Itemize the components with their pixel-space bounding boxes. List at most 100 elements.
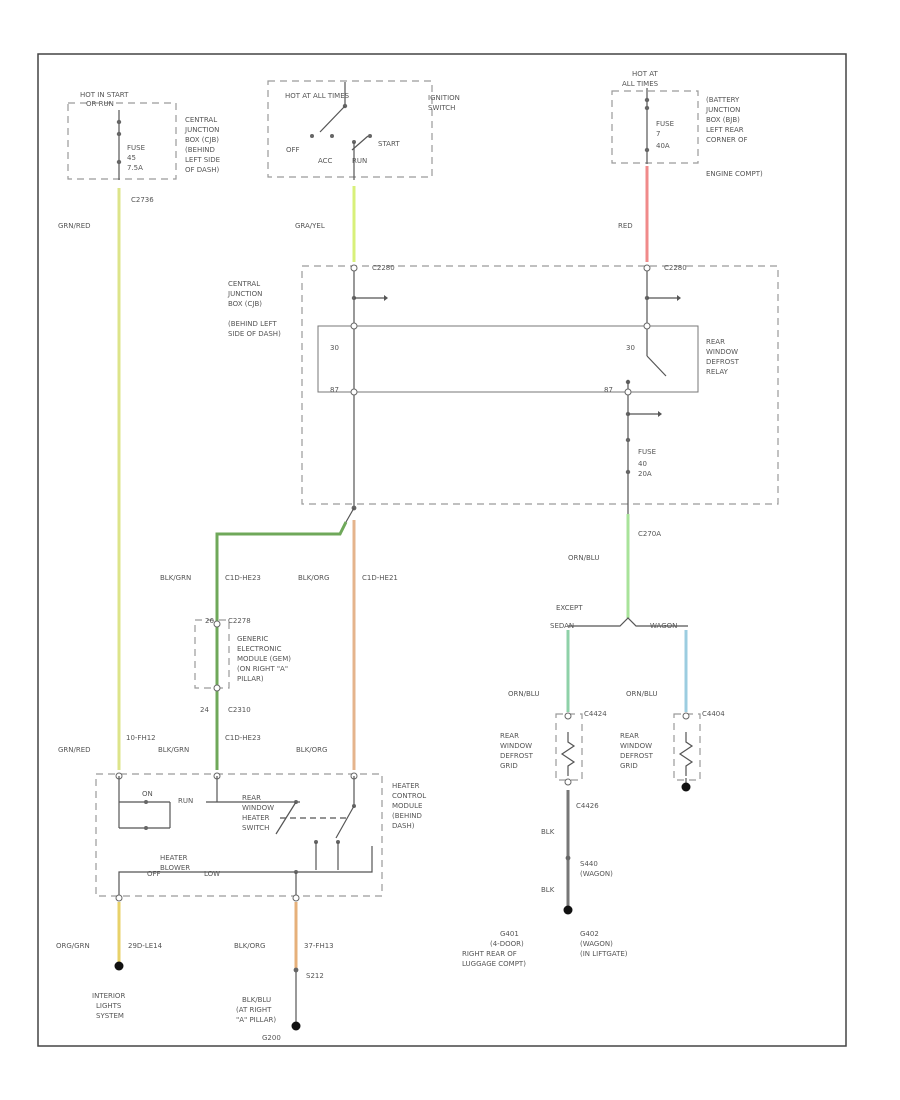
grid-right-l2: WINDOW [620, 742, 652, 750]
ignition-run: RUN [352, 157, 367, 165]
wire-bo-circuit: C1D-HE21 [362, 574, 398, 582]
cjb-left-l5: LEFT SIDE [185, 156, 220, 164]
bjb-l1: (BATTERY [706, 96, 740, 104]
interior-l2: LIGHTS [96, 1002, 122, 1010]
relay-pin-left: 30 [330, 344, 339, 352]
wire-ob-top-label: ORN/BLU [568, 554, 599, 562]
bottom-mid-circuit: C1D-HE23 [225, 734, 261, 742]
cjb-main-l3: BOX (CJB) [228, 300, 262, 308]
bjb-l5: CORNER OF [706, 136, 748, 144]
grid-left-l2: WINDOW [500, 742, 532, 750]
hcm-l4: (BEHIND [392, 812, 422, 820]
interior-lights-terminal [114, 961, 124, 971]
bjb-l3: BOX (BJB) [706, 116, 740, 124]
ignition-label-1: IGNITION [428, 94, 460, 102]
c4424-label: C4424 [584, 710, 607, 718]
hcm-sw-l2: WINDOW [242, 804, 274, 812]
grid-right-l1: REAR [620, 732, 639, 740]
grid-left-l4: GRID [500, 762, 518, 770]
fuse7-number: 7 [656, 130, 660, 138]
cjb-main-l5: SIDE OF DASH) [228, 330, 281, 338]
cjb-main-box: CENTRAL JUNCTION BOX (CJB) (BEHIND LEFT … [227, 264, 779, 514]
hot-all-title: HOT AT [632, 70, 659, 78]
bottom-mid-wire-label: BLK/GRN [158, 746, 189, 754]
gem-conn-bot: C2310 [228, 706, 251, 714]
except-label: EXCEPT [556, 604, 583, 612]
wire-left-connector: C2736 [131, 196, 154, 204]
relay-l2: WINDOW [706, 348, 738, 356]
wire-blk-grn [215, 521, 348, 770]
defrost-grid-wagon: C4404 REAR WINDOW DEFROST GRID [620, 710, 725, 792]
fuse40-number: 40 [638, 460, 647, 468]
gem-l5: PILLAR) [237, 675, 264, 683]
out-left-circuit: 29D-LE14 [128, 942, 163, 950]
grid-left-l1: REAR [500, 732, 519, 740]
hcm-sw-l3: HEATER [242, 814, 270, 822]
hcm-sw-l1: REAR [242, 794, 261, 802]
hcm-run: RUN [178, 797, 193, 805]
cjb-connector-right: C2280 [664, 264, 687, 272]
cjb-connector-left: C2280 [372, 264, 395, 272]
cjb-main-l4: (BEHIND LEFT [228, 320, 277, 328]
g200-l4: G200 [262, 1034, 281, 1042]
ignition-label-2: SWITCH [428, 104, 455, 112]
ignition-off: OFF [286, 146, 300, 154]
gem-l1: GENERIC [237, 635, 268, 643]
ground-g401 [563, 905, 573, 915]
bjb-l4: LEFT REAR [706, 126, 744, 134]
hcm-blower2: BLOWER [160, 864, 190, 872]
hcm-l1: HEATER [392, 782, 420, 790]
cjb-left-l1: CENTRAL [185, 116, 217, 124]
gem-pin-top: 26 [205, 617, 214, 625]
relay-l3: DEFROST [706, 358, 740, 366]
fuse40-label: FUSE [638, 448, 656, 456]
interior-l3: SYSTEM [96, 1012, 124, 1020]
g401-l1: G401 [500, 930, 519, 938]
c270a-label: C270A [638, 530, 661, 538]
g200-l3: "A" PILLAR) [236, 1016, 276, 1024]
wire-bo-mid-label: BLK/ORG [298, 574, 329, 582]
out-mid-label: BLK/ORG [234, 942, 265, 950]
s440-label: S440 [580, 860, 598, 868]
hcm-low: LOW [204, 870, 220, 878]
s212-label: S212 [306, 972, 324, 980]
wire-ob-right-label: ORN/BLU [626, 690, 657, 698]
ignition-switch: HOT AT ALL TIMES IGNITION SWITCH OFF STA… [267, 80, 460, 180]
hcm-on: ON [142, 790, 153, 798]
gem-box: 26 C2278 GENERIC ELECTRONIC MODULE (GEM)… [194, 617, 291, 714]
relay-pin-left-87: 87 [330, 386, 339, 394]
gem-conn-top: C2278 [228, 617, 251, 625]
g402-l3: (IN LIFTGATE) [580, 950, 628, 958]
c4426-label: C4426 [576, 802, 599, 810]
defrost-grid-sedan: C4424 REAR WINDOW DEFROST GRID [500, 710, 607, 786]
cjb-left-l3: BOX (CJB) [185, 136, 219, 144]
wire-bg-mid-label: BLK/GRN [160, 574, 191, 582]
hcm-sw-l4: SWITCH [242, 824, 269, 832]
g401-l4: LUGGAGE COMPT) [462, 960, 526, 968]
bottom-left-wire-label: GRN/RED [58, 746, 91, 754]
hot-start-title2: OR RUN [86, 100, 114, 108]
relay-box [317, 325, 699, 393]
blk-label-1: BLK [541, 828, 555, 836]
blk-label-2: BLK [541, 886, 555, 894]
g401-l2: (4-DOOR) [490, 940, 524, 948]
fuse40-amp: 20A [638, 470, 652, 478]
g200-l2: (AT RIGHT [236, 1006, 272, 1014]
relay-l1: REAR [706, 338, 725, 346]
diagram-frame [37, 53, 847, 1047]
ignition-acc: ACC [318, 157, 333, 165]
out-left-label: ORG/GRN [56, 942, 90, 950]
wire-right-top-label: RED [618, 222, 633, 230]
cjb-left-l2: JUNCTION [184, 126, 219, 134]
wire-left-top-label: GRN/RED [58, 222, 91, 230]
g402-l2: (WAGON) [580, 940, 613, 948]
gem-pin-bot: 24 [200, 706, 209, 714]
hcm-blower: HEATER [160, 854, 188, 862]
sedan-label: SEDAN [550, 622, 574, 630]
fuse7-amp: 40A [656, 142, 670, 150]
gem-l3: MODULE (GEM) [237, 655, 291, 663]
ignition-start: START [378, 140, 400, 148]
bjb-l6: ENGINE COMPT) [706, 170, 763, 178]
hcm-off: OFF [147, 870, 161, 878]
